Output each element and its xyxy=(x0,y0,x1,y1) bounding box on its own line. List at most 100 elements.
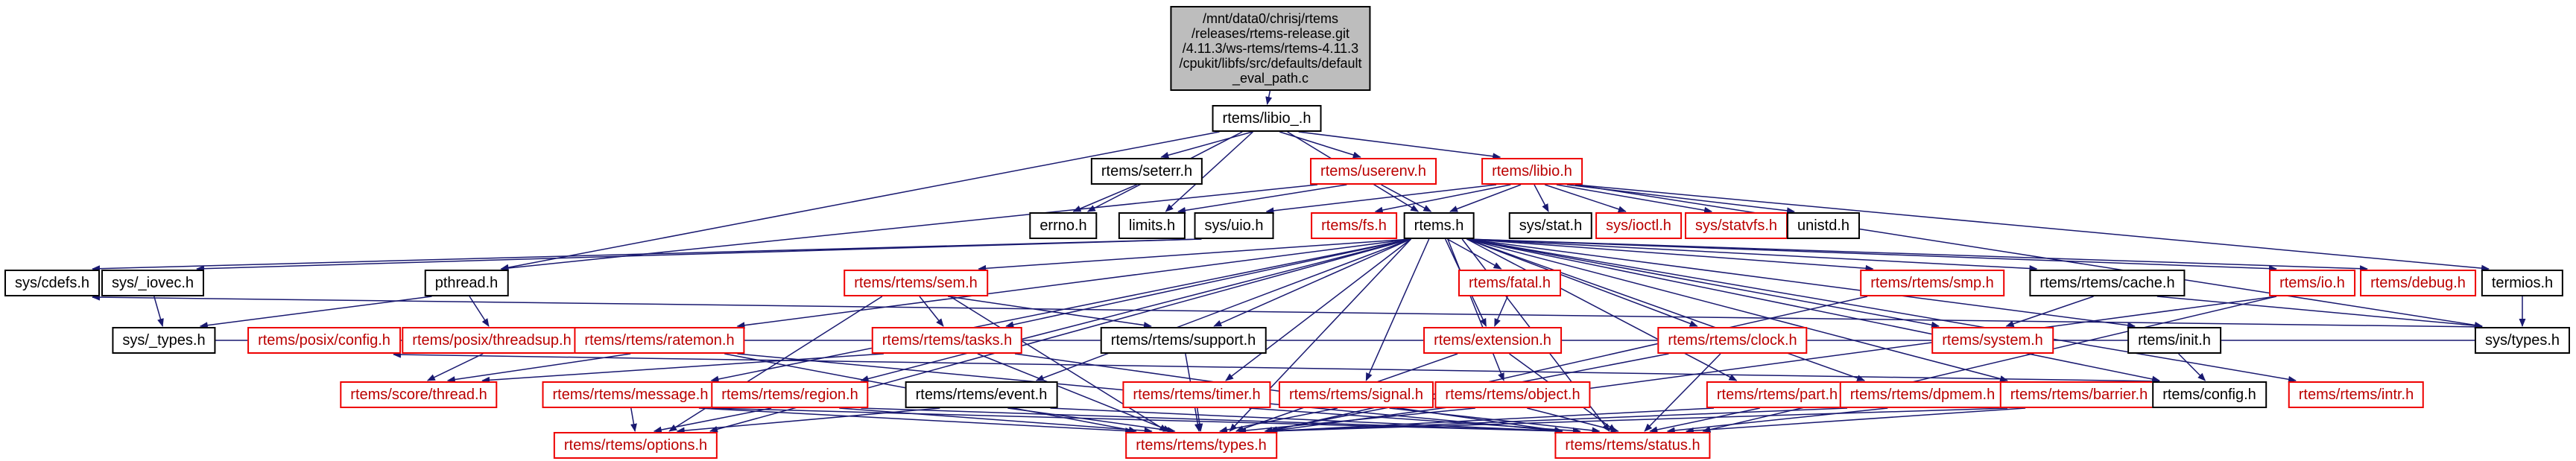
graph-node-object[interactable]: rtems/rtems/object.h xyxy=(1434,381,1591,408)
include-edge-libio_-to-seterr xyxy=(1160,131,1253,159)
include-edge-libio-to-systypes xyxy=(1575,184,2483,328)
graph-node-fatal[interactable]: rtems/fatal.h xyxy=(1458,270,1562,296)
graph-node-support[interactable]: rtems/rtems/support.h xyxy=(1100,327,1267,354)
graph-node-signal[interactable]: rtems/rtems/signal.h xyxy=(1278,381,1434,408)
graph-node-ioctl[interactable]: sys/ioctl.h xyxy=(1595,212,1682,239)
include-edge-rtems-to-tasks xyxy=(1005,238,1411,328)
graph-node-rtypes[interactable]: rtems/rtems/types.h xyxy=(1125,432,1277,459)
include-edge-libio_-to-limits xyxy=(1165,131,1254,212)
graph-node-cache[interactable]: rtems/rtems/cache.h xyxy=(2029,270,2186,296)
graph-node-userenv[interactable]: rtems/userenv.h xyxy=(1310,158,1437,185)
graph-node-extension[interactable]: rtems/extension.h xyxy=(1423,327,1562,354)
graph-node-event[interactable]: rtems/rtems/event.h xyxy=(905,381,1058,408)
graph-node-dpmem[interactable]: rtems/rtems/dpmem.h xyxy=(1839,381,2006,408)
graph-node-smp[interactable]: rtems/rtems/smp.h xyxy=(1860,270,2004,296)
graph-node-message[interactable]: rtems/rtems/message.h xyxy=(542,381,719,408)
include-edge-cache-to-systypes xyxy=(2156,296,2483,329)
graph-node-status[interactable]: rtems/rtems/status.h xyxy=(1554,432,1711,459)
include-edge-rtems-to-event xyxy=(1035,238,1411,381)
include-edge-libio-to-ioctl xyxy=(1544,184,1627,213)
graph-node-errno[interactable]: errno.h xyxy=(1029,212,1098,239)
graph-node-iovec[interactable]: sys/_iovec.h xyxy=(101,270,205,296)
graph-node-part[interactable]: rtems/rtems/part.h xyxy=(1706,381,1849,408)
graph-node-system[interactable]: rtems/system.h xyxy=(1931,327,2054,354)
graph-node-libio_[interactable]: rtems/libio_.h xyxy=(1212,105,1322,132)
include-edge-dpmem-to-rtypes xyxy=(1269,407,1848,435)
graph-node-init[interactable]: rtems/init.h xyxy=(2127,327,2221,354)
graph-node-sem[interactable]: rtems/rtems/sem.h xyxy=(844,270,988,296)
graph-node-clock[interactable]: rtems/rtems/clock.h xyxy=(1657,327,1808,354)
include-edge-event-to-status xyxy=(1050,407,1563,435)
include-edge-rtems-to-system xyxy=(1466,238,1940,328)
graph-node-fs[interactable]: rtems/fs.h xyxy=(1311,212,1397,239)
include-edge-barrier-to-rtypes xyxy=(1269,407,2008,435)
graph-node-termios[interactable]: termios.h xyxy=(2481,270,2564,296)
graph-node-intr[interactable]: rtems/rtems/intr.h xyxy=(2288,381,2425,408)
include-edge-rtems-to-signal xyxy=(1365,238,1430,381)
include-edge-message-to-status xyxy=(711,407,1563,435)
include-edge-uio-to-iovec xyxy=(196,238,1202,273)
include-edge-fatal-to-extension xyxy=(1494,296,1508,327)
graph-node-options[interactable]: rtems/rtems/options.h xyxy=(553,432,718,459)
include-edge-object-to-status xyxy=(1527,407,1619,433)
include-edge-message-to-options xyxy=(630,407,637,432)
include-edge-rtems-to-debug xyxy=(1466,238,2368,273)
graph-node-stat[interactable]: sys/stat.h xyxy=(1508,212,1593,239)
graph-node-rtems[interactable]: rtems.h xyxy=(1403,212,1475,239)
include-edge-rtems-to-ratemon xyxy=(736,238,1411,329)
graph-node-threadsup[interactable]: rtems/posix/threadsup.h xyxy=(402,327,582,354)
include-edge-userenv-to-limits xyxy=(1177,184,1347,214)
graph-node-barrier[interactable]: rtems/rtems/barrier.h xyxy=(1999,381,2159,408)
graph-node-ratemon[interactable]: rtems/rtems/ratemon.h xyxy=(574,327,745,354)
graph-node-cdefs[interactable]: sys/cdefs.h xyxy=(4,270,101,296)
include-edge-rtems-to-init xyxy=(1466,238,2136,329)
graph-node-posixconfig[interactable]: rtems/posix/config.h xyxy=(247,327,401,354)
graph-node-types_[interactable]: sys/_types.h xyxy=(112,327,216,354)
include-edge-libio_-to-userenv xyxy=(1279,131,1361,159)
include-edge-timer-to-rtypes xyxy=(1196,407,1203,432)
include-edge-timer-to-status xyxy=(1249,407,1581,434)
graph-node-statvfs[interactable]: sys/statvfs.h xyxy=(1684,212,1788,239)
include-edge-init-to-config xyxy=(2178,353,2206,381)
include-edge-smp-to-rtypes xyxy=(1269,296,1868,433)
include-edge-libio-to-statvfs xyxy=(1556,184,1713,214)
include-edge-rtems-to-fatal xyxy=(1447,238,1502,270)
include-edge-libio-to-termios xyxy=(1575,184,2490,272)
include-edge-tasks-to-rtypes xyxy=(977,353,1172,432)
graph-node-seterr[interactable]: rtems/seterr.h xyxy=(1090,158,1203,185)
include-edge-rtems-to-config xyxy=(1466,238,2160,383)
graph-node-limits[interactable]: limits.h xyxy=(1118,212,1186,239)
include-edge-libio-to-stat xyxy=(1534,184,1549,212)
include-edge-systypes-to-cdefs xyxy=(92,293,2483,328)
graph-node-systypes[interactable]: sys/types.h xyxy=(2474,327,2571,354)
include-edge-cache-to-system xyxy=(2005,296,2094,328)
include-edge-rtems-to-sem xyxy=(978,238,1411,272)
include-edge-message-to-rtypes xyxy=(698,407,1134,434)
include-edge-rtems-to-clock xyxy=(1466,238,1698,327)
include-edge-libio-to-uio xyxy=(1265,184,1497,214)
include-edge-clock-to-status xyxy=(1644,353,1721,432)
include-edge-rtems-to-intr xyxy=(1466,238,2297,383)
graph-node-config[interactable]: rtems/config.h xyxy=(2152,381,2267,408)
graph-node-uio[interactable]: sys/uio.h xyxy=(1194,212,1274,239)
include-edge-userenv-to-rtems xyxy=(1381,184,1432,212)
include-edge-rtems-to-timer xyxy=(1225,238,1411,381)
include-edge-region-to-status xyxy=(861,407,1563,435)
graph-node-pthread[interactable]: pthread.h xyxy=(424,270,509,296)
graph-node-libio[interactable]: rtems/libio.h xyxy=(1481,158,1583,185)
graph-node-region[interactable]: rtems/rtems/region.h xyxy=(711,381,869,408)
graph-node-tasks[interactable]: rtems/rtems/tasks.h xyxy=(871,327,1023,354)
include-edge-io-to-rtypes xyxy=(1269,296,2277,434)
include-edge-dpmem-to-status xyxy=(1666,407,1888,434)
graph-node-io[interactable]: rtems/io.h xyxy=(2269,270,2355,296)
include-edge-userenv-to-pthread xyxy=(500,184,1318,272)
graph-node-scorethread[interactable]: rtems/score/thread.h xyxy=(340,381,498,408)
graph-node-debug[interactable]: rtems/debug.h xyxy=(2360,270,2476,296)
include-edge-iovec-to-types_ xyxy=(154,296,164,327)
graph-node-unistd[interactable]: unistd.h xyxy=(1786,212,1861,239)
include-edge-cfile-to-libio_ xyxy=(1265,90,1273,105)
include-edge-rtems-to-object xyxy=(1447,238,1504,381)
graph-node-timer[interactable]: rtems/rtems/timer.h xyxy=(1122,381,1271,408)
include-edge-ratemon-to-scorethread xyxy=(446,353,631,384)
